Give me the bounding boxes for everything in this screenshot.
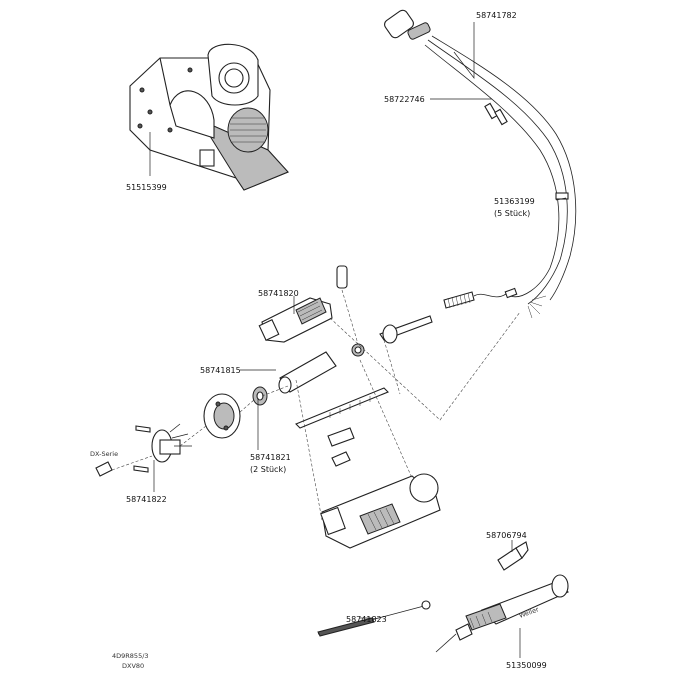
label-51363199: 51363199: [494, 197, 535, 206]
soldering-iron-51350099: Weller: [435, 574, 570, 653]
label-58741821: 58741821: [250, 453, 291, 462]
label-58741820: 58741820: [258, 289, 299, 298]
handle-body: [320, 473, 441, 549]
label-58741815: 58741815: [200, 366, 241, 375]
end-cap-58741822: [95, 423, 192, 477]
label-51350099: 51350099: [506, 661, 547, 670]
leader-lines: [149, 22, 567, 658]
cable-connector-plug: [384, 9, 431, 40]
holder-stand: [129, 43, 289, 191]
model-name: DXV80: [122, 662, 144, 670]
doc-id: 4D9R855/3: [112, 652, 149, 660]
label-51515399: 51515399: [126, 183, 167, 192]
label-58706794: 58706794: [486, 531, 527, 540]
cable-hose-a: [424, 44, 560, 298]
label-58741822: 58741822: [126, 495, 167, 504]
cable-main: [427, 39, 568, 305]
cable-hose-b: [431, 35, 577, 301]
label-58741821-qty: (2 Stück): [250, 465, 286, 474]
cleaning-rod-58741823: [317, 600, 431, 637]
cable-assembly: [384, 9, 577, 319]
label-51363199-qty: (5 Stück): [494, 209, 530, 218]
label-58741782: 58741782: [476, 11, 517, 20]
cable-wire-ends: [504, 287, 547, 319]
rotary-disc: [203, 393, 241, 439]
cable-ties: [484, 102, 569, 200]
handle-sleeve-58741820: [258, 297, 333, 343]
pin-small: [336, 265, 348, 289]
tip-58706794: [497, 541, 529, 571]
spring-and-heater-pin: [379, 291, 507, 344]
nut-58741821: [252, 386, 268, 406]
clip-plate: [295, 387, 389, 467]
assembly-guide-lines: [111, 289, 521, 521]
tube-58741815: [278, 343, 365, 394]
label-dx-serie: DX-Serie: [90, 450, 118, 458]
label-58722746: 58722746: [384, 95, 425, 104]
label-58741823: 58741823: [346, 615, 387, 624]
